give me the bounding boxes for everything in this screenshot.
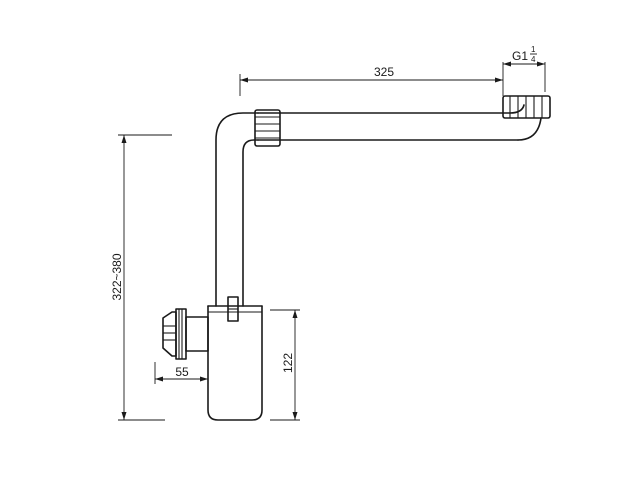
dimension-thread: G1 1 4 — [503, 45, 546, 92]
dimension-label-325: 325 — [374, 65, 394, 79]
thread-fraction-denominator: 4 — [531, 55, 536, 64]
dimension-325: 325 — [239, 62, 504, 96]
dimension-122: 122 — [270, 309, 300, 421]
dimension-label-total-height: 322~380 — [110, 253, 124, 300]
dimension-total-height: 322~380 — [110, 134, 172, 421]
thread-label: G1 — [512, 49, 528, 63]
riser-pipe — [215, 112, 259, 307]
riser-slip-nut — [254, 109, 281, 147]
dimension-label-55: 55 — [175, 365, 189, 379]
thread-fraction-numerator: 1 — [531, 45, 536, 54]
bottle-body — [207, 296, 263, 421]
dimension-label-122: 122 — [281, 353, 295, 373]
inlet-spigot — [162, 308, 209, 360]
dimension-55: 55 — [154, 362, 209, 384]
right-union-nut — [502, 95, 551, 119]
tail-pipe — [257, 104, 542, 141]
